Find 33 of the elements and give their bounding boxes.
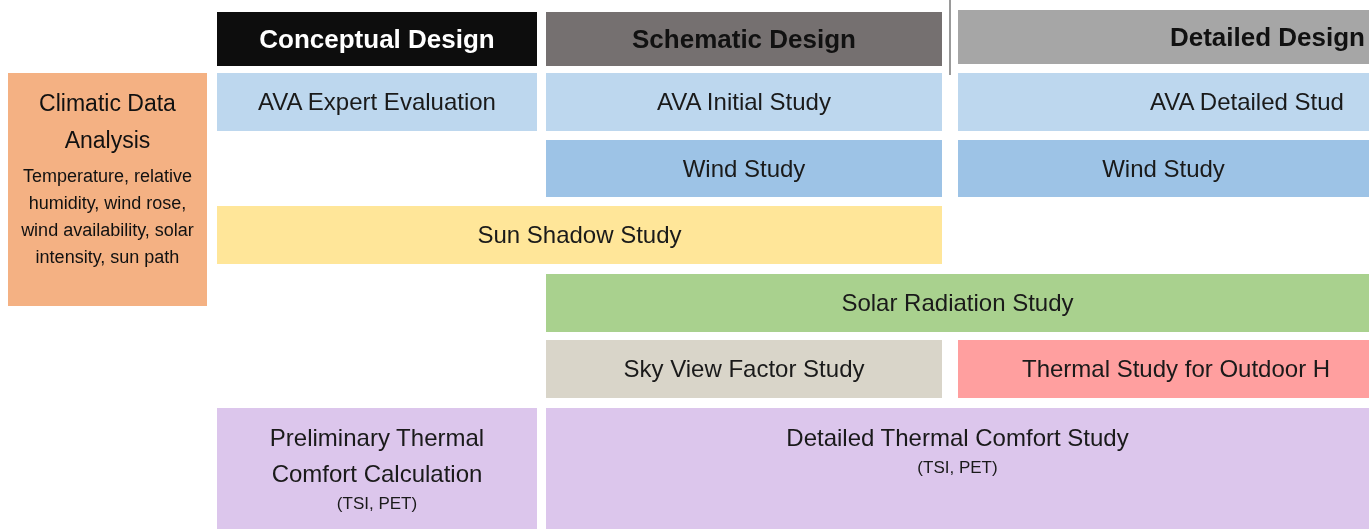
study-title: Wind Study: [681, 153, 807, 184]
phase-header: [546, 12, 942, 66]
study-bar: [217, 73, 537, 131]
study-title: AVA Initial Study: [656, 87, 832, 117]
study-title: Sky View Factor Study: [622, 354, 866, 384]
study-bar: [217, 408, 537, 529]
study-note: (TSI, PET): [335, 493, 419, 515]
study-bar: [958, 73, 1369, 131]
study-bar: [546, 340, 942, 398]
study-note: Temperature, relative humidity, wind rose, wind availability, solar intensity, sun path: [20, 165, 195, 269]
study-note: (TSI, PET): [916, 457, 999, 479]
study-title: Climatic Data Analysis: [38, 89, 177, 155]
phase-title: Detailed Design: [1169, 20, 1365, 54]
study-bar: [546, 140, 942, 197]
study-title: Preliminary Thermal Comfort Calculation: [268, 423, 486, 489]
phase-title: Conceptual Design: [259, 22, 495, 56]
study-title: AVA Expert Evaluation: [257, 87, 497, 117]
analysis-box: [8, 73, 207, 306]
study-title: Sun Shadow Study: [476, 220, 683, 250]
study-bar: [958, 340, 1369, 398]
study-title: Wind Study: [1101, 153, 1226, 184]
study-title: AVA Detailed Stud: [1149, 87, 1345, 117]
study-title: Solar Radiation Study: [840, 288, 1075, 318]
study-bar: [546, 73, 942, 131]
phase-title: Schematic Design: [632, 22, 856, 56]
study-title: Detailed Thermal Comfort Study: [785, 423, 1130, 453]
study-title: Thermal Study for Outdoor H: [1021, 354, 1332, 384]
phase-header: [958, 10, 1369, 64]
study-bar: [546, 274, 1369, 332]
study-bar: [958, 140, 1369, 197]
phase-header: [217, 12, 537, 66]
study-bar: [217, 206, 942, 264]
study-bar: [546, 408, 1369, 529]
